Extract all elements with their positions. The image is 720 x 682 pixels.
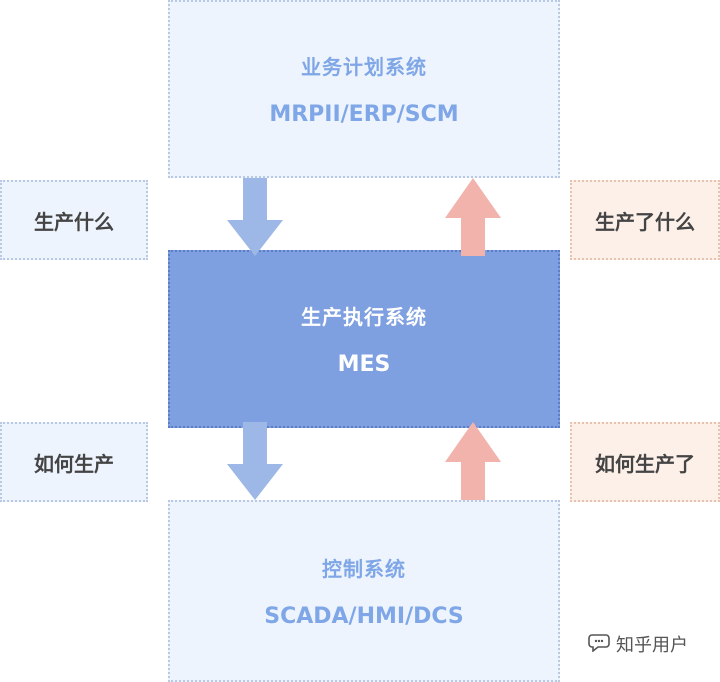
what-was-produced-box: 生产了什么 — [570, 180, 720, 260]
business-planning-subtitle: MRPII/ERP/SCM — [269, 102, 459, 127]
how-to-produce-box: 如何生产 — [0, 422, 148, 502]
how-to-produce-label: 如何生产 — [34, 451, 114, 476]
down-arrow-top — [227, 178, 283, 256]
mes-box: 生产执行系统 MES — [168, 250, 560, 428]
how-was-produced-box: 如何生产了 — [570, 422, 720, 502]
what-was-produced-label: 生产了什么 — [595, 209, 695, 234]
business-planning-box: 业务计划系统 MRPII/ERP/SCM — [168, 0, 560, 178]
down-arrow-bottom — [227, 422, 283, 500]
mes-subtitle: MES — [337, 352, 391, 377]
what-to-produce-label: 生产什么 — [34, 209, 114, 234]
control-system-box: 控制系统 SCADA/HMI/DCS — [168, 500, 560, 682]
what-to-produce-box: 生产什么 — [0, 180, 148, 260]
up-arrow-top — [445, 178, 501, 256]
up-arrow-bottom — [445, 422, 501, 500]
how-was-produced-label: 如何生产了 — [595, 451, 695, 476]
chat-bubble-icon — [588, 632, 610, 657]
watermark-text: 知乎用户 — [616, 635, 688, 656]
control-system-subtitle: SCADA/HMI/DCS — [264, 604, 464, 629]
mes-title: 生产执行系统 — [301, 305, 427, 329]
control-system-title: 控制系统 — [322, 557, 406, 581]
watermark: 知乎用户 — [588, 630, 688, 658]
business-planning-title: 业务计划系统 — [301, 55, 427, 79]
